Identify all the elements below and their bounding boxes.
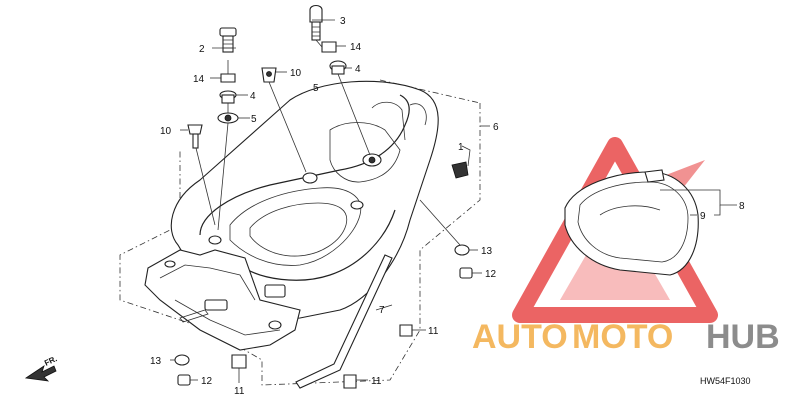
fastener-right <box>419 199 473 279</box>
fastener-bottom <box>174 324 413 389</box>
rubber-part-1 <box>451 161 469 179</box>
callout-13b: 13 <box>150 356 162 367</box>
cover-assembly <box>564 169 699 276</box>
watermark-text: AUTO MOTO HUB <box>472 318 780 356</box>
callout-12a: 12 <box>485 269 497 280</box>
callout-12b: 12 <box>201 376 213 387</box>
callout-5a: 5 <box>251 114 257 125</box>
callout-5b: 5 <box>313 83 319 94</box>
front-direction-label: FR. <box>43 354 58 368</box>
callout-7: 7 <box>379 305 385 316</box>
callout-11a: 11 <box>428 326 439 337</box>
callout-2: 2 <box>199 44 205 55</box>
callout-11b: 11 <box>371 376 382 387</box>
callout-11c: 11 <box>234 386 245 397</box>
callout-10a: 10 <box>160 126 172 137</box>
front-direction-arrow <box>24 365 57 382</box>
leader-lines <box>170 19 737 383</box>
callout-4a: 4 <box>250 91 256 102</box>
callout-8: 8 <box>739 201 745 212</box>
diagram-code: HW54F1030 <box>700 376 751 386</box>
watermark-hub: HUB <box>706 318 780 356</box>
watermark-auto: AUTO <box>472 318 568 356</box>
callout-14a: 14 <box>193 74 205 85</box>
callout-1: 1 <box>458 142 464 153</box>
callout-9: 9 <box>700 211 706 222</box>
callout-6: 6 <box>493 122 499 133</box>
under-tray <box>144 249 301 351</box>
side-rail <box>179 254 393 389</box>
callout-labels: 1 2 3 4 4 5 5 6 7 8 9 10 10 11 11 11 12 … <box>150 16 745 397</box>
callout-13a: 13 <box>481 246 493 257</box>
callout-4b: 4 <box>355 64 361 75</box>
fastener-stack-center <box>261 4 371 173</box>
callout-10b: 10 <box>290 68 302 79</box>
watermark-moto: MOTO <box>572 318 673 356</box>
callout-3: 3 <box>340 16 346 27</box>
callout-14b: 14 <box>350 42 362 53</box>
